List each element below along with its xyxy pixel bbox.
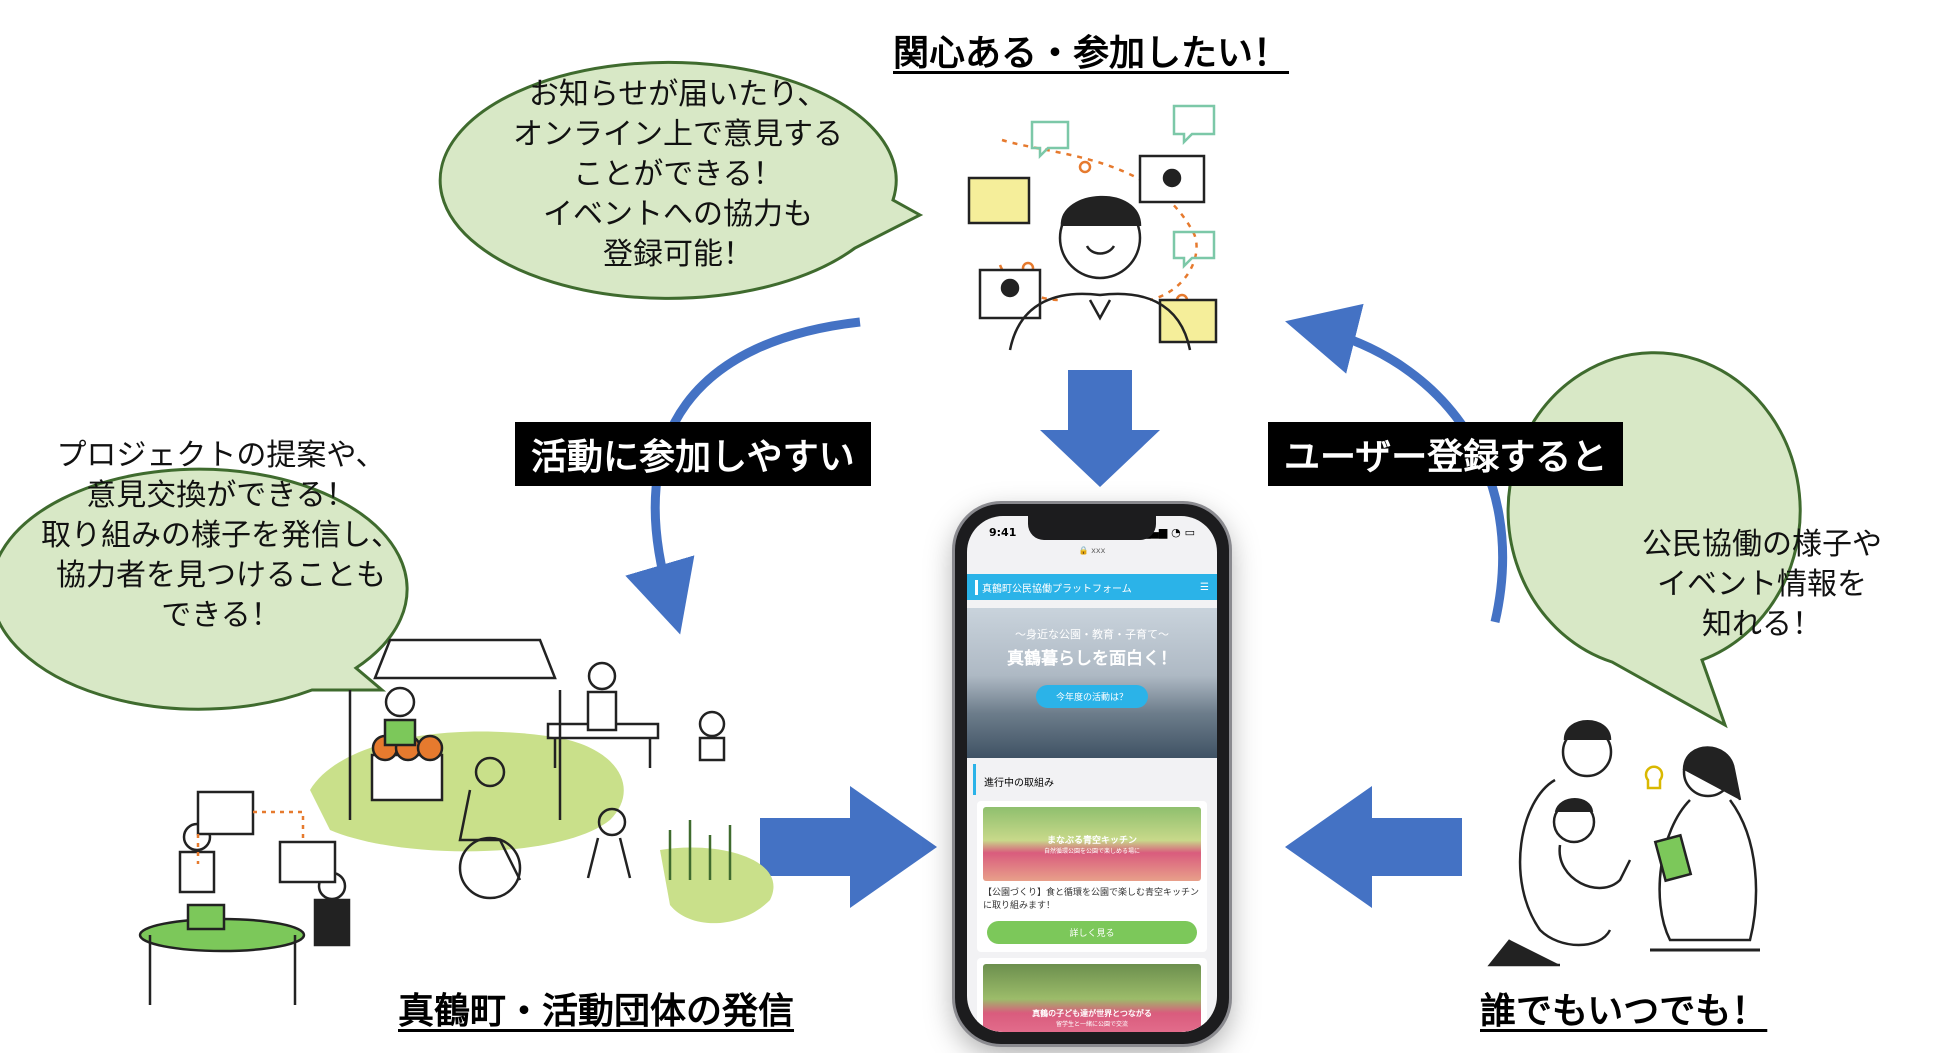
url-text: xxx: [1091, 546, 1106, 555]
bubble-top-line-4: イベントへの協力も: [543, 197, 813, 232]
bubble-right-line-1: 公民協働の様子や: [1642, 527, 1882, 562]
heading-right: 誰でもいつでも！: [1480, 991, 1768, 1032]
hero-subtitle: 〜身近な公園・教育・子育て〜: [1015, 628, 1169, 641]
block-arrow-right: [760, 786, 937, 908]
family-illustration: [1487, 720, 1760, 967]
bubble-top-line-2: オンライン上で意見する: [513, 117, 843, 152]
bubble-left-line-3: 取り組みの様子を発信し、: [41, 518, 401, 553]
speech-bubble-left: プロジェクトの提案や、 意見交換ができる！ 取り組みの様子を発信し、 協力者を見…: [5, 418, 437, 654]
hamburger-icon[interactable]: ☰: [1200, 581, 1209, 593]
heading-left: 真鶴町・活動団体の発信: [398, 991, 795, 1032]
site-header: 真鶴町公民協働プラットフォーム ☰: [967, 574, 1217, 600]
card-2-image-subtitle: 留学生と一緒に公園で交流: [1055, 1021, 1128, 1028]
block-arrow-left: [1285, 786, 1462, 908]
label-easy-participation: 活動に参加しやすい: [515, 422, 871, 486]
card-2-image: 真鶴の子ども達が世界とつながる 留学生と一緒に公園で交流: [983, 964, 1201, 1032]
phone-screen: 9:41 ▂▄▆ ◔ ▭ 🔒 xxx 真鶴町公民協働プラットフォーム ☰ 〜身近…: [967, 516, 1217, 1032]
card-1-image: まなぶる青空キッチン 自然循環公園を公園で楽しめる場に: [983, 807, 1201, 881]
heading-top: 関心ある・参加したい！: [893, 33, 1290, 74]
speech-bubble-top: お知らせが届いたり、 オンライン上で意見する ことができる！ イベントへの協力も…: [438, 57, 918, 293]
block-arrow-down: [1040, 370, 1160, 487]
bubble-top-line-5: 登録可能！: [603, 237, 753, 272]
online-participation-illustration: [967, 104, 1218, 351]
smartphone-mockup: 9:41 ▂▄▆ ◔ ▭ 🔒 xxx 真鶴町公民協働プラットフォーム ☰ 〜身近…: [955, 504, 1229, 1044]
card-1-image-subtitle: 自然循環公園を公園で楽しめる場に: [1043, 848, 1140, 855]
card-1-description: 【公園づくり】食と循環を公園で楽しむ青空キッチンに取り組みます！: [983, 888, 1200, 911]
bubble-right-line-3: 知れる！: [1702, 607, 1822, 642]
signal-icon: ▂▄▆ ◔ ▭: [1141, 526, 1195, 539]
project-card-2[interactable]: 真鶴の子ども達が世界とつながる 留学生と一緒に公園で交流: [977, 958, 1207, 1032]
bubble-left-line-1: プロジェクトの提案や、: [56, 438, 386, 473]
bubble-left-line-2: 意見交換ができる！: [86, 478, 356, 513]
bubble-top-line-1: お知らせが届いたり、: [528, 77, 828, 112]
park-activity-illustration: [138, 638, 774, 1005]
bubble-left-line-4: 協力者を見つけることも: [56, 558, 386, 593]
curved-arrow-left: [625, 317, 861, 635]
label-user-registration: ユーザー登録すると: [1268, 422, 1624, 486]
phone-notch: [1028, 516, 1156, 540]
project-card-1[interactable]: まなぶる青空キッチン 自然循環公園を公園で楽しめる場に 【公園づくり】食と循環を…: [977, 801, 1207, 952]
hero-activities-button[interactable]: 今年度の活動は？: [1035, 685, 1148, 708]
hero-banner: 〜身近な公園・教育・子育て〜 真鶴暮らしを面白く！ 今年度の活動は？: [967, 608, 1217, 758]
status-time: 9:41: [989, 526, 1017, 539]
bubble-right-line-2: イベント情報を: [1657, 567, 1867, 602]
card-2-image-title: 真鶴の子ども達が世界とつながる: [1032, 1009, 1152, 1018]
card-1-image-title: まなぶる青空キッチン: [1046, 836, 1137, 846]
speech-bubble-right: 公民協働の様子や イベント情報を 知れる！: [1612, 480, 1912, 690]
bubble-top-line-3: ことができる！: [573, 157, 783, 192]
url-bar[interactable]: 🔒 xxx: [1078, 546, 1106, 555]
bubble-top-shape: [438, 60, 924, 300]
status-bar: 9:41 ▂▄▆ ◔ ▭: [967, 516, 1217, 546]
site-title[interactable]: 真鶴町公民協働プラットフォーム: [975, 579, 1132, 595]
hero-title: 真鶴暮らしを面白く！: [1007, 649, 1177, 669]
section-title-ongoing: 進行中の取組み: [973, 764, 1211, 795]
card-1-details-button[interactable]: 詳しく見る: [987, 921, 1197, 944]
bubble-left-line-5: できる！: [161, 598, 281, 633]
bubble-left-shape: [0, 467, 409, 711]
